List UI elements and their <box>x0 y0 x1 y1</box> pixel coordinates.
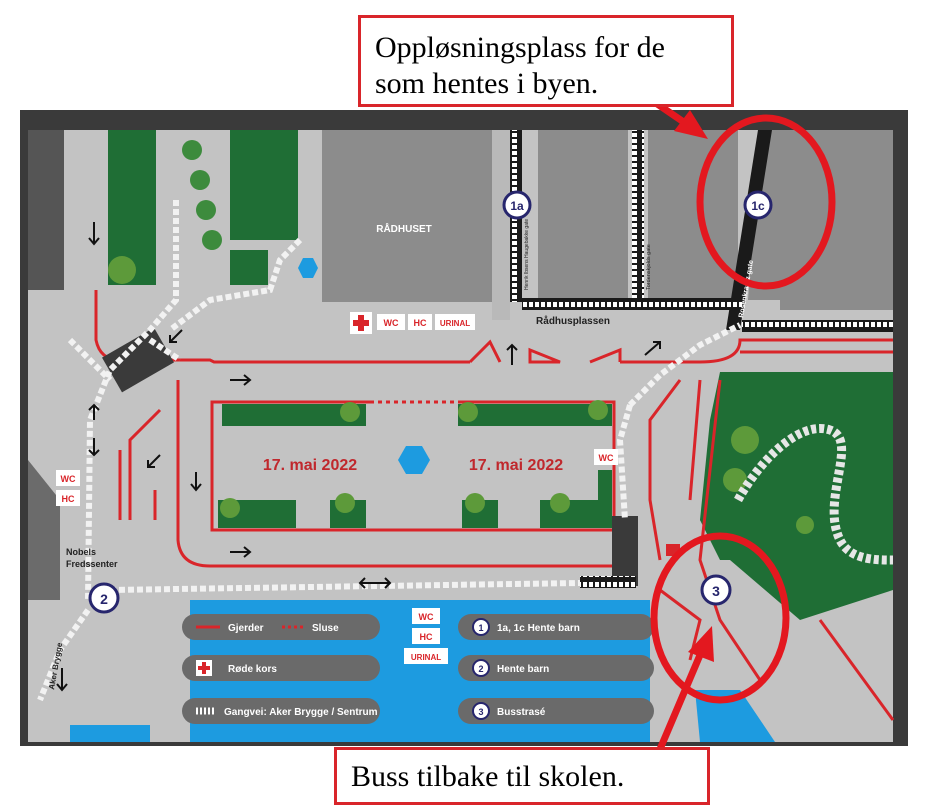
highlight-3 <box>650 532 790 704</box>
marker-2: 2 <box>88 582 120 614</box>
legend-m3: Busstrasé <box>497 707 546 718</box>
callout-top: Oppløsningsplass for de som hentes i bye… <box>358 15 734 107</box>
street-hammersborg: Henrik Ibsens Haugebakke gate <box>524 219 530 290</box>
legend-gangvei: Gangvei: Aker Brygge / Sentrum <box>224 707 378 718</box>
svg-text:1: 1 <box>478 623 483 633</box>
hc-label-top: HC <box>414 318 427 328</box>
svg-text:1c: 1c <box>751 199 765 213</box>
urinal-label-top: URINAL <box>440 319 470 328</box>
legend: Gjerder Sluse Røde kors Gangvei: Aker Br… <box>182 614 654 724</box>
radhuset-label: RÅDHUSET <box>376 222 432 235</box>
event-label-left: 17. mai 2022 <box>263 457 357 474</box>
svg-text:1a: 1a <box>510 199 524 213</box>
hc-label-left: HC <box>62 494 75 504</box>
wc-label-left: WC <box>61 474 76 484</box>
legend-gjerder: Gjerder <box>228 623 264 634</box>
callout-bottom-text: Buss tilbake til skolen. <box>351 760 625 793</box>
red-cross-icon <box>350 312 372 334</box>
marker-1a: 1a <box>502 190 532 220</box>
legend-rode-kors: Røde kors <box>228 664 277 675</box>
wc-label-right: WC <box>599 453 614 463</box>
urinal-label-bottom: URINAL <box>411 653 441 662</box>
nobels-label: Nobels Fredssenter <box>66 547 118 569</box>
callout-bottom: Buss tilbake til skolen. <box>334 747 710 805</box>
marker-3: 3 <box>700 574 732 606</box>
wc-label-bottom: WC <box>419 612 434 622</box>
marker-1c: 1c <box>743 190 773 220</box>
street-tordenskiold: Tordenskjolds gate <box>646 244 652 290</box>
fountain-icon <box>398 446 430 474</box>
svg-text:2: 2 <box>100 591 108 607</box>
radhuset-building <box>322 130 492 302</box>
wc-label-top: WC <box>384 318 399 328</box>
water-area <box>70 725 150 742</box>
event-label-right: 17. mai 2022 <box>469 457 563 474</box>
legend-m2: Hente barn <box>497 664 549 675</box>
svg-text:3: 3 <box>478 707 483 717</box>
hc-label-bottom: HC <box>420 632 433 642</box>
callout-top-line1: Oppløsningsplass for de <box>375 31 665 64</box>
svg-text:3: 3 <box>712 583 720 599</box>
legend-sluse: Sluse <box>312 623 339 634</box>
radhusplassen-label: Rådhusplassen <box>536 315 610 327</box>
svg-text:2: 2 <box>478 664 483 674</box>
callout-top-line2: som hentes i byen. <box>375 67 599 100</box>
highlight-1c <box>696 114 836 290</box>
legend-m1: 1a, 1c Hente barn <box>497 623 580 634</box>
